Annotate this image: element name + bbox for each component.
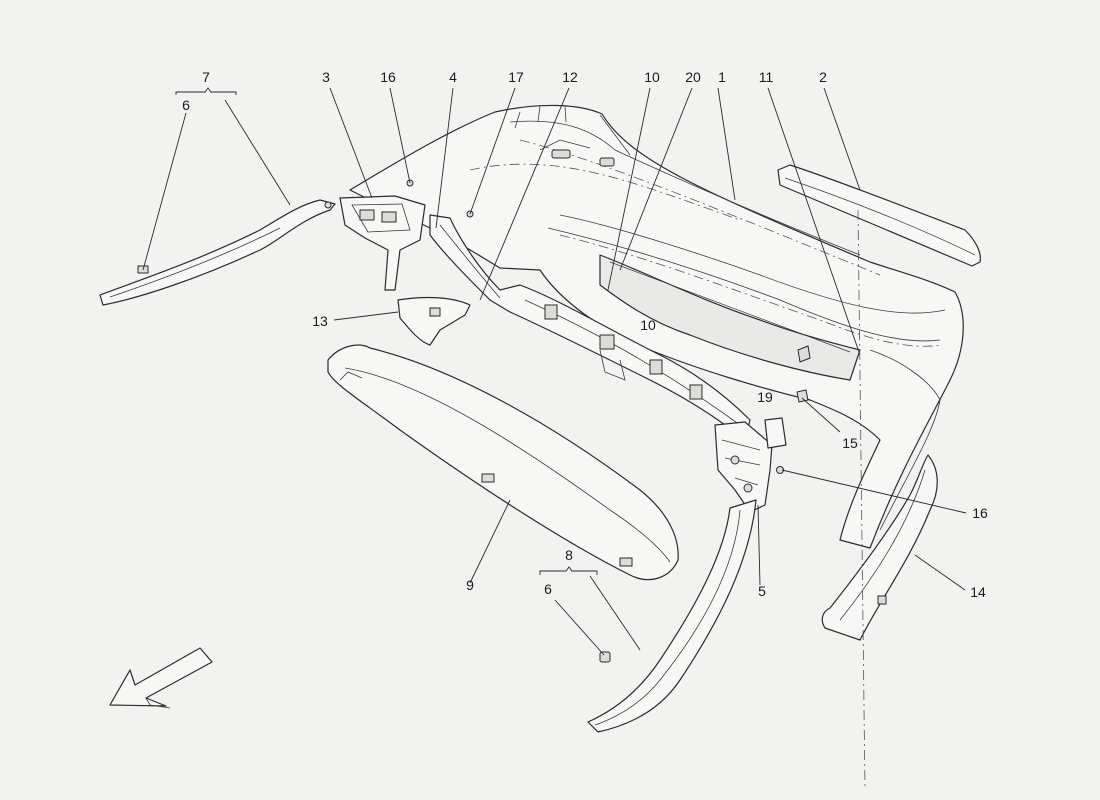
callout-8: 8 — [565, 547, 573, 563]
callout-6-right: 6 — [544, 581, 552, 597]
callout-9: 9 — [466, 577, 474, 593]
right-side-guide-strip — [587, 499, 757, 733]
right-mounting-bracket — [714, 417, 787, 513]
callout-3: 3 — [322, 69, 330, 85]
left-lower-panel — [397, 296, 471, 346]
callout-7: 7 — [202, 69, 210, 85]
callout-6-left: 6 — [182, 97, 190, 113]
callout-14: 14 — [970, 584, 986, 600]
upper-trim-strip — [777, 164, 981, 267]
callout-4: 4 — [449, 69, 457, 85]
left-side-guide-strip — [99, 199, 336, 306]
callout-13: 13 — [312, 313, 328, 329]
callout-12: 12 — [562, 69, 578, 85]
callout-5: 5 — [758, 583, 766, 599]
callout-17: 17 — [508, 69, 524, 85]
right-lower-diffuser — [821, 454, 938, 641]
callout-labels: 7 6 3 16 4 17 12 10 20 1 11 2 13 10 19 1… — [182, 69, 988, 600]
foam-energy-absorber — [327, 344, 679, 581]
leader-lines — [142, 87, 967, 791]
callout-10-mid: 10 — [640, 317, 656, 333]
front-direction-arrow-icon — [109, 647, 213, 709]
callout-1: 1 — [718, 69, 726, 85]
callout-10-top: 10 — [644, 69, 660, 85]
callout-20: 20 — [685, 69, 701, 85]
left-mounting-bracket — [339, 195, 426, 291]
callout-11: 11 — [759, 69, 774, 85]
callout-15: 15 — [842, 435, 858, 451]
rear-bumper-cover — [349, 104, 964, 549]
callout-2: 2 — [819, 69, 827, 85]
callout-16-top: 16 — [380, 69, 396, 85]
callout-19: 19 — [757, 389, 773, 405]
callout-16-right: 16 — [972, 505, 988, 521]
